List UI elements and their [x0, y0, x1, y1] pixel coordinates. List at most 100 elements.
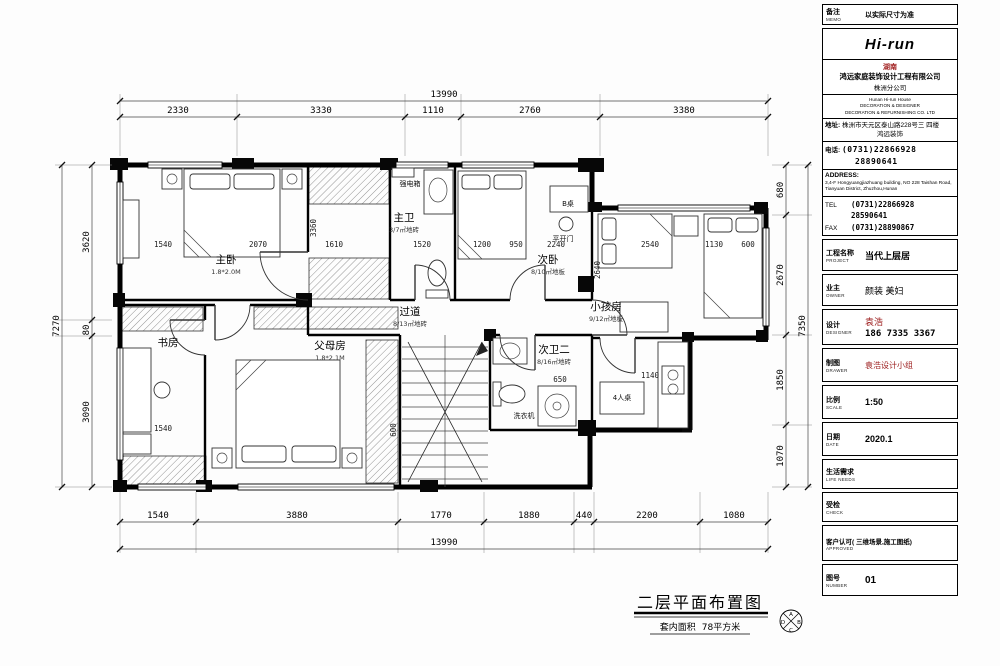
dim-bottom-3: 1770: [430, 511, 452, 521]
owner-value: 颜装 美妇: [865, 285, 904, 296]
label-desk-b: B桌: [562, 199, 574, 208]
dim-left-2: 80: [82, 325, 92, 336]
dim-interior: 2640: [593, 260, 602, 279]
drawer-label-en: DRAWER: [826, 367, 848, 373]
drawer-row: 制图 DRAWER 袁浩设计小组: [822, 348, 958, 383]
company-name-en: Hunan Hi-run House: [869, 97, 911, 102]
room-labels: 主卧 1.8*2.0M 主卫 3/7㎡地砖 次卧 8/10㎡地板 书房 过道 8…: [158, 179, 632, 420]
company-en-line3: DECORATION & REFURNISHING CO. LTD: [845, 109, 935, 115]
label-hallway: 过道: [400, 305, 421, 318]
door-swings: [169, 251, 636, 374]
address-en-value: 3,4-F Hongyuangjiazhuang building, NO 22…: [825, 180, 952, 193]
furniture-parents-room: [211, 359, 363, 469]
label-master-bedroom: 主卧: [216, 253, 237, 266]
label-washer: 洗衣机: [514, 411, 535, 420]
svg-text:C: C: [789, 628, 793, 634]
drawer-value: 袁浩设计小组: [865, 360, 913, 370]
floor-plan-sheet: 13990 2330 3330 1110 2760 3380 3620 80 3…: [52, 90, 812, 635]
drawing-title: 二层平面布置图: [637, 593, 763, 612]
dim-right-1: 680: [776, 182, 786, 198]
dim-left-3: 3090: [82, 401, 92, 423]
note-master-bedroom: 1.8*2.0M: [211, 268, 241, 276]
label-master-bath: 主卫: [394, 212, 415, 224]
dim-right-total: 7350: [798, 315, 808, 337]
title-block: 备注 MEMO 以实际尺寸为准 Hi-run 湖南 鸿远家庭装饰设计工程有限公司…: [822, 4, 958, 599]
furniture-master-bedroom: [122, 168, 303, 259]
dim-bottom-4: 1880: [518, 511, 540, 521]
hatched-cabinets: [121, 166, 399, 486]
note-bath2: 8/16㎡地砖: [537, 357, 572, 366]
dim-interior: 2070: [249, 240, 268, 249]
project-row: 工程名称 PROJECT 当代上层居: [822, 239, 958, 272]
label-elec-box: 强电箱: [400, 179, 421, 188]
phone-section: 电话: (0731)22866928 28890641: [823, 141, 957, 168]
drawer-label: 制图: [826, 359, 840, 367]
dim-right-2: 2670: [776, 264, 786, 286]
designer-label: 设计: [826, 321, 840, 329]
label-kids-room: 小孩房: [590, 300, 622, 313]
dim-interior: 3360: [309, 218, 318, 237]
approved-label: 客户认可( 三维场景,施工图纸): [826, 538, 912, 546]
dimension-lines: [58, 97, 812, 553]
company-name-cn: 鸿远家庭装饰设计工程有限公司: [839, 72, 941, 81]
scale-row: 比例 SCALE 1:50: [822, 385, 958, 420]
dim-bottom-6: 2200: [636, 511, 658, 521]
project-label: 工程名称: [826, 249, 854, 257]
dim-top-total: 13990: [430, 90, 457, 100]
company-region: 湖南: [883, 64, 897, 71]
project-label-en: PROJECT: [826, 257, 850, 263]
dim-top-4: 2760: [519, 106, 541, 116]
windows: [116, 161, 770, 491]
life-needs-label: 生活需求: [826, 468, 854, 476]
approved-row: 客户认可( 三维场景,施工图纸) APPROVED: [822, 525, 958, 562]
dim-interior: 1520: [413, 240, 432, 249]
dim-interior: 1540: [154, 424, 173, 433]
dim-top-1: 2330: [167, 106, 189, 116]
dim-top-2: 3330: [310, 106, 332, 116]
phone-2: 28890641: [855, 156, 898, 166]
label-door-note: 平开门: [553, 234, 574, 243]
company-logo: Hi-run: [864, 35, 916, 53]
dim-right-3: 1850: [776, 369, 786, 391]
dim-interior: 1140: [641, 371, 660, 380]
number-value: 01: [865, 574, 877, 586]
dim-bottom-1: 1540: [147, 511, 169, 521]
fax-label: FAX: [825, 224, 838, 232]
check-row: 受检 CHECK: [822, 492, 958, 523]
note-kids-room: 9/12㎡地板: [589, 314, 624, 323]
index-symbol: A B C D: [779, 609, 803, 634]
address-label: 地址:: [825, 122, 841, 130]
dim-interior: 950: [509, 240, 523, 249]
date-label-en: DATE: [826, 441, 839, 447]
tel-value-1: (0731)22866928: [851, 199, 915, 209]
dim-bottom-5: 440: [576, 511, 592, 521]
life-needs-row: 生活需求 LIFE NEEDS: [822, 459, 958, 490]
dim-interior: 2540: [641, 240, 660, 249]
memo-label-en: MEMO: [826, 17, 842, 22]
company-cn-section: 湖南 鸿远家庭装饰设计工程有限公司 株洲分公司: [823, 59, 957, 94]
dim-bottom-2: 3880: [286, 511, 308, 521]
company-en-section: Hunan Hi-run House DECORATION & DESIGNER…: [823, 94, 957, 118]
memo-label: 备注: [826, 9, 840, 16]
company-branch: 株洲分公司: [873, 85, 907, 92]
fax-value: (0731)28890867: [851, 222, 915, 232]
dim-interior: 1540: [154, 240, 173, 249]
number-row: 图号 NUMBER 01: [822, 564, 958, 597]
furniture-study: [122, 347, 171, 455]
date-value: 2020.1: [865, 434, 893, 445]
dim-left-total: 7270: [52, 315, 62, 337]
life-needs-label-en: LIFE NEEDS: [826, 476, 856, 482]
fixtures-utility-kitchen: [599, 341, 689, 429]
check-label-en: CHECK: [826, 509, 844, 515]
scale-label: 比例: [826, 396, 840, 404]
dim-top-5: 3380: [673, 106, 695, 116]
phone-label: 电话:: [825, 147, 841, 155]
svg-text:A: A: [789, 612, 793, 618]
dim-right-4: 1070: [776, 445, 786, 467]
note-second-bedroom: 8/10㎡地板: [531, 267, 566, 276]
designer-phone: 186 7335 3367: [865, 329, 936, 340]
designer-label-en: DESIGNER: [826, 329, 852, 335]
dim-left-1: 3620: [82, 231, 92, 253]
